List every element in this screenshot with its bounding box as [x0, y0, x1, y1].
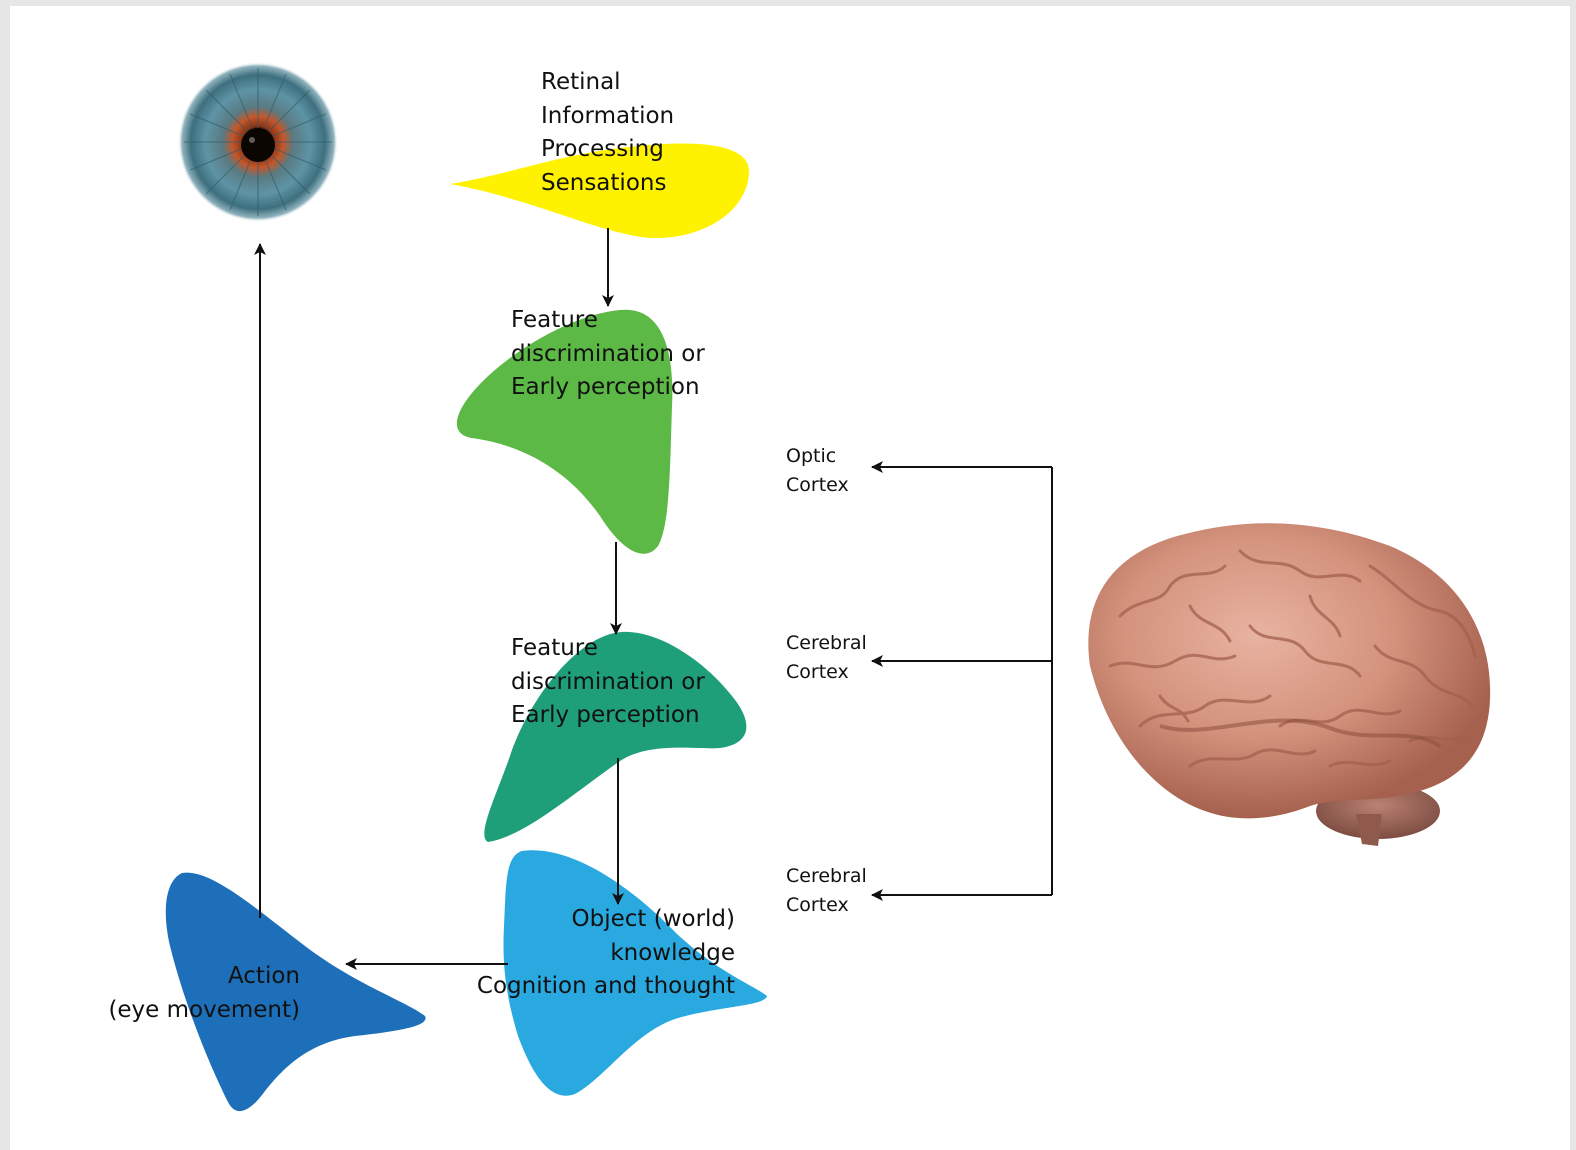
action-stage-label: Action (eye movement) — [108, 963, 300, 1023]
brain-icon — [1088, 523, 1491, 846]
feature2-shape — [484, 631, 747, 842]
cerebral-cortex-label-1: Cerebral Cortex — [786, 632, 867, 683]
flow-arrows — [254, 228, 1053, 970]
feature2-stage-label: Feature discrimination or Early percepti… — [511, 635, 705, 728]
optic-cortex-label: Optic Cortex — [786, 445, 849, 496]
retinal-stage-label: Retinal Information Processing Sensation… — [541, 69, 675, 196]
retinal-shape — [450, 143, 750, 239]
cerebral-cortex-label-2: Cerebral Cortex — [786, 865, 867, 916]
object-stage-label: Object (world) knowledge Cognition and t… — [476, 906, 735, 999]
action-shape — [165, 872, 426, 1112]
eye-iris-icon — [178, 62, 338, 222]
feature1-shape — [456, 309, 673, 554]
object-shape — [503, 850, 767, 1096]
feature1-stage-label: Feature discrimination or Early percepti… — [511, 307, 705, 400]
diagram-graphics — [165, 62, 1491, 1112]
diagram-canvas: Retinal Information Processing Sensation… — [10, 6, 1570, 1150]
